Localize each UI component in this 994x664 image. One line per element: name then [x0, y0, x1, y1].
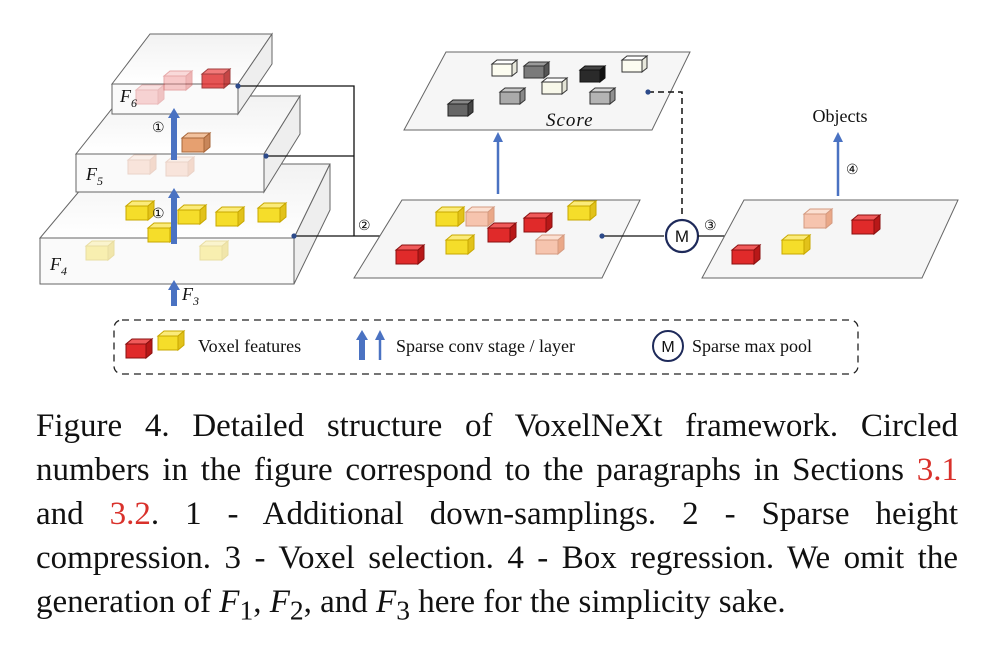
voxel-yellow [124, 199, 156, 222]
math-f1-sub: 1 [239, 594, 254, 626]
caption-text: and [36, 496, 110, 532]
feature-box-f6 [110, 32, 273, 116]
connector-dot [263, 153, 269, 159]
voxel-faded [84, 239, 116, 262]
voxels-f5 [126, 131, 212, 178]
caption-text: Detailed structure of VoxelNeXt framewor… [36, 408, 958, 488]
connector-dot [645, 89, 651, 95]
input-arrowhead [168, 280, 180, 290]
math-f3: F [376, 584, 397, 620]
score-arrowhead [493, 132, 503, 142]
caption-label: Figure 4. [36, 408, 170, 444]
objects-arrowhead [833, 132, 843, 142]
score-plane [403, 51, 691, 131]
legend-sparse-conv-icon [356, 330, 385, 360]
objects-label: Objects [813, 106, 868, 126]
label-f4: F4 [49, 254, 67, 278]
sparse-bev-plane [353, 199, 641, 279]
svg-text:M: M [675, 227, 689, 246]
voxel-faded [198, 239, 230, 262]
voxels-f4 [84, 199, 288, 262]
voxel-peach [180, 131, 212, 154]
math-f3-sub: 3 [396, 594, 410, 626]
voxel-faded [126, 153, 158, 176]
score-to-pool-line [648, 91, 683, 216]
connector-dot [291, 233, 297, 239]
legend-max-pool-symbol: M [661, 339, 674, 356]
math-f2: F [269, 584, 290, 620]
voxel-yellow [176, 203, 208, 226]
caption-text: , [253, 584, 270, 620]
step-1-marker: ① [152, 119, 165, 135]
step-4-marker: ④ [846, 161, 859, 177]
step-2-marker: ② [358, 217, 371, 233]
downsample-arrowhead [168, 188, 180, 198]
voxel-faded [162, 69, 194, 92]
voxel-faded [164, 155, 196, 178]
voxel-faded [134, 83, 166, 106]
math-f2-sub: 2 [289, 594, 304, 626]
legend-max-pool-icon [652, 330, 684, 362]
legend: Voxel features Sparse conv stage / layer… [113, 319, 859, 375]
caption-text: here for the simplicity sake. [409, 584, 786, 620]
framework-diagram: F6 F5 F4 F3 ① ① ② Score [38, 32, 959, 375]
legend-sparse-max-pool: Sparse max pool [692, 336, 812, 356]
connector-dot [235, 83, 241, 89]
math-f1: F [219, 584, 240, 620]
connector-dot [599, 233, 605, 239]
downsample-arrowhead [168, 108, 180, 118]
figure-caption: Figure 4. Detailed structure of VoxelNeX… [36, 404, 958, 633]
voxel-yellow [214, 205, 246, 228]
voxel-red [200, 67, 232, 90]
sparse-max-pool-node: M [664, 218, 700, 254]
label-f3: F3 [181, 284, 199, 308]
label-f5: F5 [85, 164, 103, 188]
output-plane [701, 199, 959, 279]
label-f6: F6 [119, 86, 137, 110]
legend-sparse-conv: Sparse conv stage / layer [396, 336, 575, 356]
section-ref-link[interactable]: 3.2 [109, 496, 151, 532]
caption-text: , and [303, 584, 377, 620]
legend-voxel-icon-yellow [156, 329, 186, 352]
step-3-marker: ③ [704, 217, 717, 233]
score-label: Score [546, 110, 594, 131]
section-ref-link[interactable]: 3.1 [916, 452, 958, 488]
caption-text: . 1 - Additional down-samplings. 2 - Spa… [36, 496, 958, 620]
step-1-marker: ① [152, 205, 165, 221]
voxels-f6 [134, 67, 232, 106]
legend-voxel-features: Voxel features [198, 336, 301, 356]
legend-voxel-icon-red [124, 337, 154, 360]
voxel-yellow [256, 201, 288, 224]
